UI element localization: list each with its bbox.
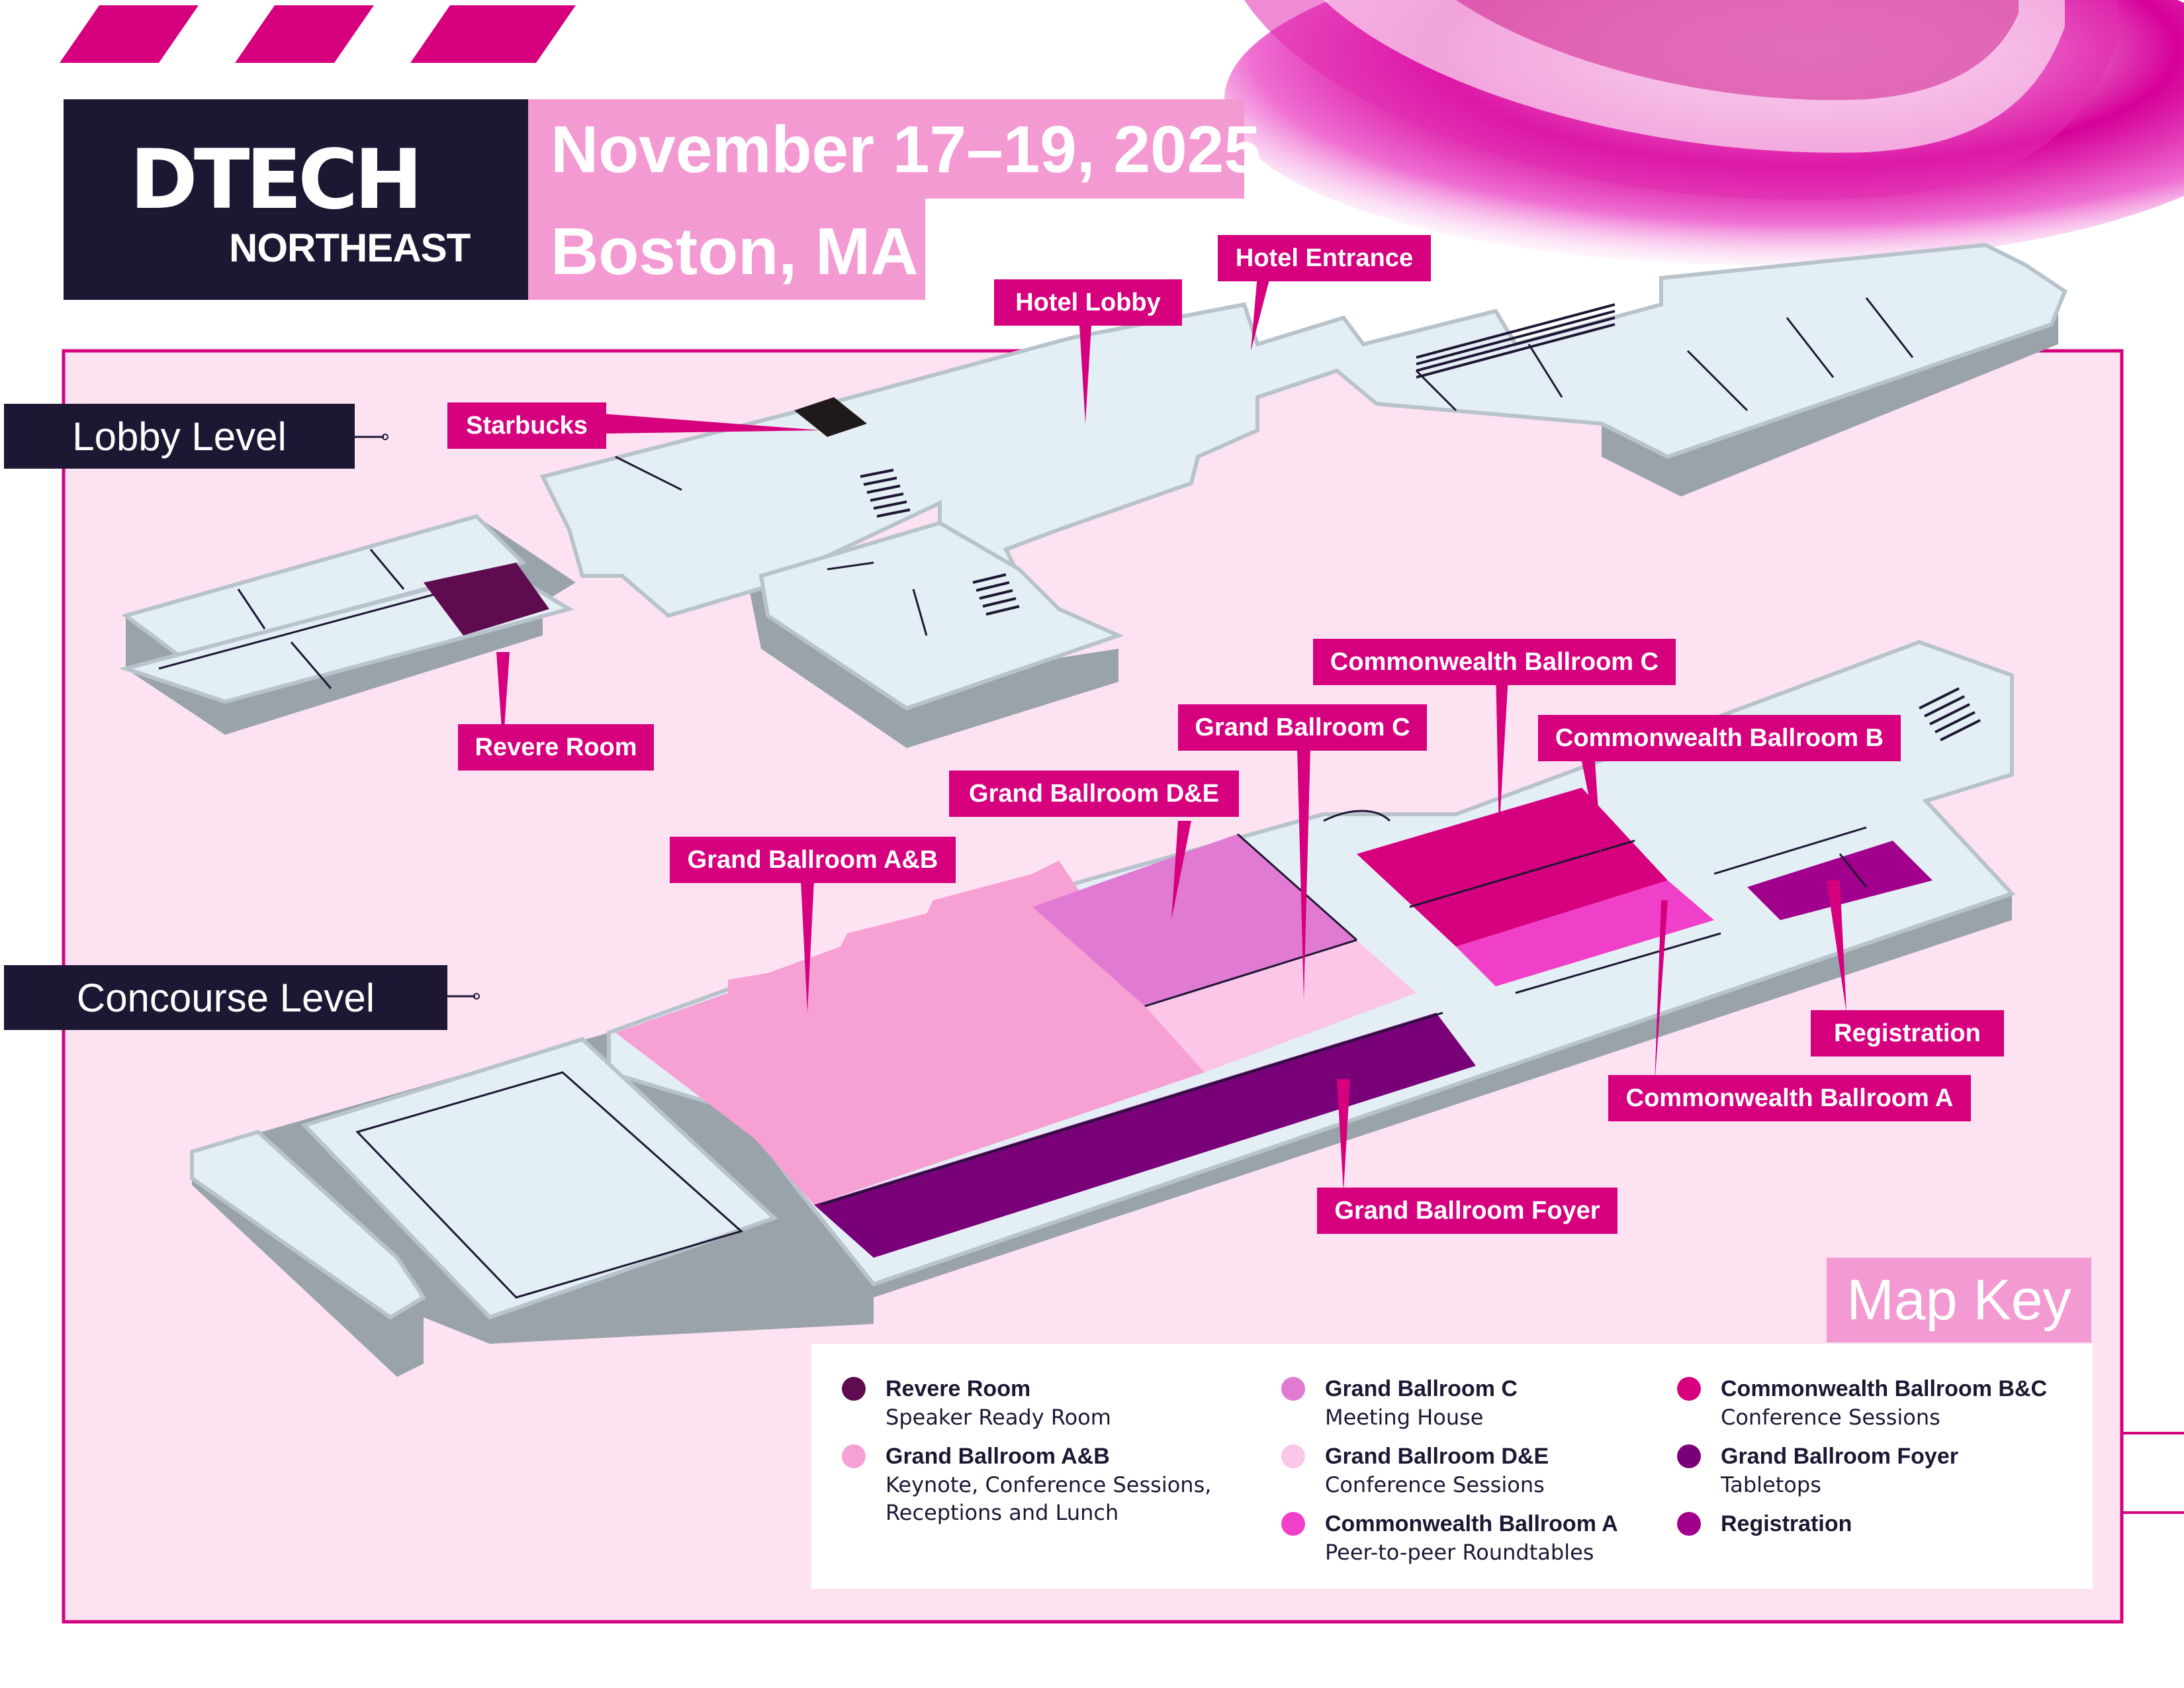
key-item-name: Grand Ballroom A&B — [886, 1444, 1110, 1469]
key-item-name: Grand Ballroom D&E — [1325, 1444, 1549, 1469]
callout-hotel-lobby: Hotel Lobby — [994, 279, 1182, 326]
event-date-banner: November 17–19, 2025 — [528, 99, 1261, 199]
logo-sub-text: NORTHEAST — [229, 226, 471, 270]
callout-commonwealth-ballroom-a: Commonwealth Ballroom A — [1608, 1075, 1971, 1121]
callout-hotel-entrance: Hotel Entrance — [1218, 235, 1431, 281]
event-date: November 17–19, 2025 — [551, 113, 1261, 187]
starbucks-room — [794, 397, 867, 437]
lobby-level-connector-dot — [382, 434, 388, 440]
event-city-banner: Boston, MA — [528, 199, 925, 300]
key-item-desc: Speaker Ready Room — [886, 1405, 1111, 1430]
lobby-level-label: Lobby Level — [4, 404, 355, 469]
event-city: Boston, MA — [551, 214, 919, 289]
key-item-desc: Meeting House — [1325, 1405, 1484, 1430]
callout-starbucks: Starbucks — [447, 402, 606, 449]
key-swatch — [1281, 1444, 1305, 1468]
callout-grand-ballroom-ab: Grand Ballroom A&B — [670, 837, 956, 883]
key-item-name: Commonwealth Ballroom A — [1325, 1511, 1618, 1536]
callout-registration: Registration — [1811, 1010, 2004, 1056]
dtech-logo: DTECH NORTHEAST — [64, 99, 528, 300]
grand-ballroom-foyer — [814, 1013, 1476, 1258]
key-item-name: Grand Ballroom Foyer — [1721, 1444, 1958, 1469]
decorative-swirl — [1224, 0, 2184, 265]
commonwealth-ballroom-bc — [1357, 788, 1668, 947]
grand-ballroom-de — [1145, 940, 1416, 1072]
key-swatch — [842, 1377, 866, 1401]
key-item-name: Registration — [1721, 1511, 1852, 1536]
key-item-desc: Tabletops — [1721, 1472, 1821, 1497]
lobby-level-floor — [118, 242, 2068, 748]
concourse-level-connector-dot — [473, 993, 480, 1000]
key-swatch — [1677, 1377, 1701, 1401]
logo-main-text: DTECH — [130, 132, 423, 228]
map-key-panel: Revere Room Speaker Ready Room Grand Bal… — [811, 1344, 2093, 1589]
commonwealth-ballroom-a — [1456, 880, 1714, 986]
callout-commonwealth-ballroom-b: Commonwealth Ballroom B — [1538, 715, 1901, 761]
callout-grand-ballroom-foyer: Grand Ballroom Foyer — [1317, 1188, 1617, 1234]
grand-ballroom-c — [1032, 834, 1357, 1006]
key-item-desc: Peer-to-peer Roundtables — [1325, 1540, 1594, 1565]
key-item-desc: Conference Sessions — [1721, 1405, 1940, 1430]
header-stripes — [60, 5, 576, 63]
callout-grand-ballroom-de: Grand Ballroom D&E — [949, 771, 1239, 817]
concourse-level-label: Concourse Level — [4, 965, 447, 1030]
grand-ballroom-ab — [615, 861, 1205, 1205]
key-item-desc: Keynote, Conference Sessions, Receptions… — [886, 1472, 1212, 1525]
key-swatch — [1281, 1512, 1305, 1536]
callout-grand-ballroom-c: Grand Ballroom C — [1178, 704, 1427, 751]
callout-commonwealth-ballroom-c: Commonwealth Ballroom C — [1313, 639, 1676, 685]
revere-room — [424, 563, 549, 635]
key-item-name: Revere Room — [886, 1376, 1031, 1401]
key-item-desc: Conference Sessions — [1325, 1472, 1545, 1497]
callout-pointers — [496, 275, 1846, 1192]
key-swatch — [1677, 1444, 1701, 1468]
key-swatch — [842, 1444, 866, 1468]
map-key-title: Map Key — [1827, 1258, 2091, 1342]
key-swatch — [1281, 1377, 1305, 1401]
callout-revere-room: Revere Room — [458, 724, 654, 771]
concourse-level-floor — [190, 639, 2016, 1377]
key-item-name: Commonwealth Ballroom B&C — [1721, 1376, 2048, 1401]
key-swatch — [1677, 1512, 1701, 1536]
key-item-name: Grand Ballroom C — [1325, 1376, 1518, 1401]
